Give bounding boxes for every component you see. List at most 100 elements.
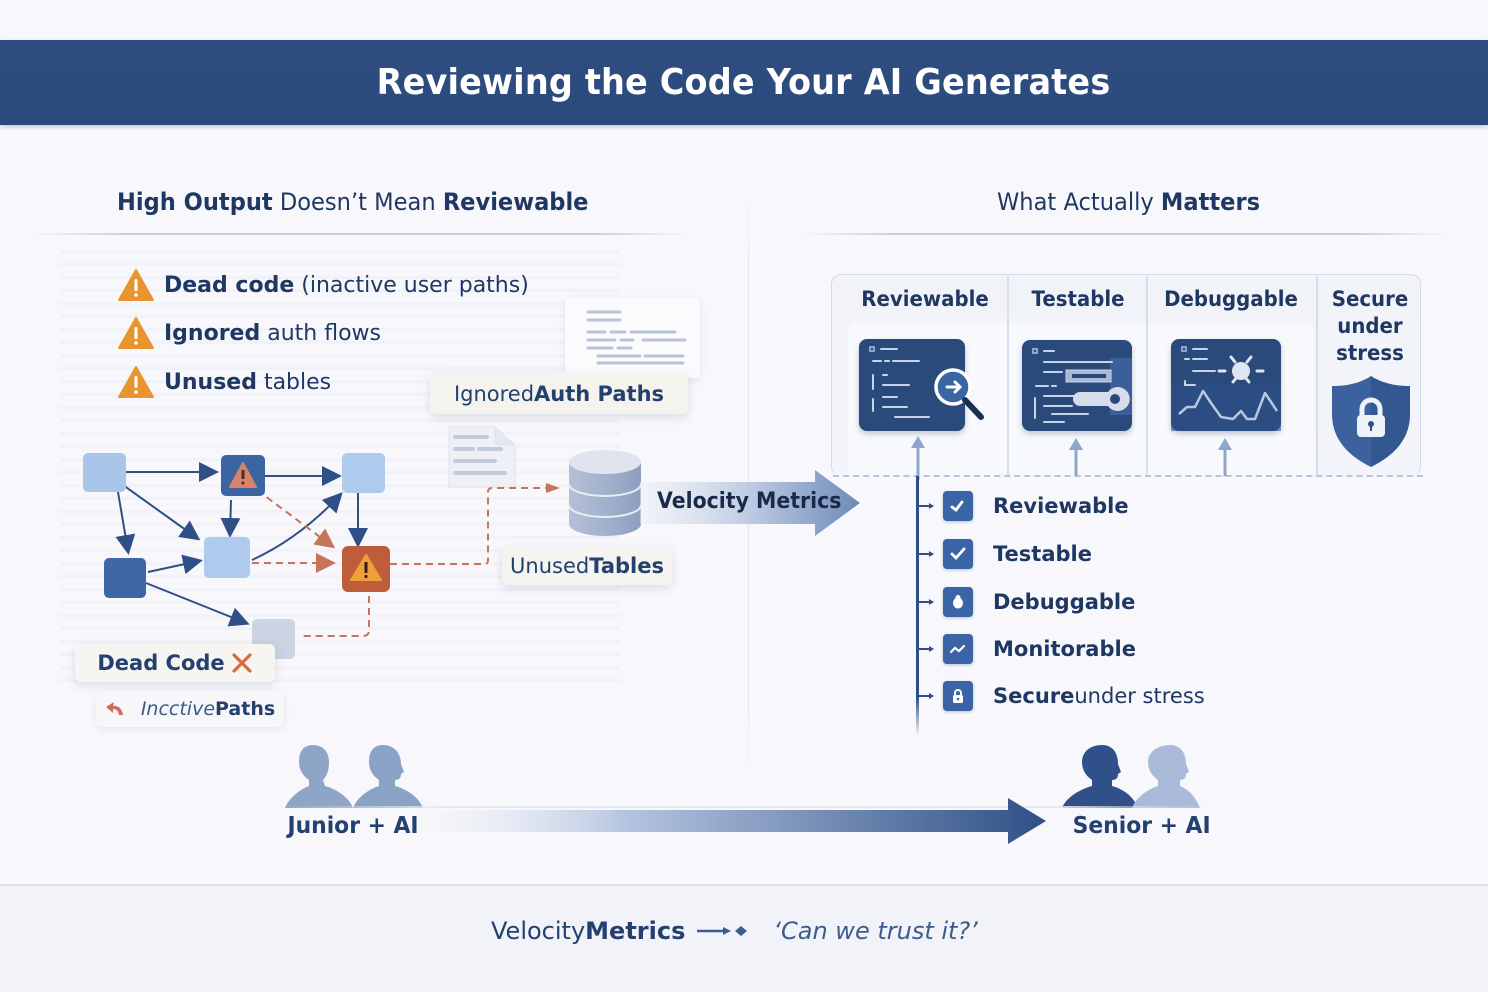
column-heading-secure: Secure under stress [1321,286,1419,367]
heading-bold-2: Reviewable [442,188,589,216]
heading-normal: Doesn’t Mean [272,188,443,216]
heading-bold: Matters [1160,188,1261,216]
warning-icon [118,317,154,349]
up-arrow-icon [911,436,925,448]
warning-item: Ignored auth flows [117,313,529,353]
senior-ai-label: Senior + AI [1072,813,1211,839]
checklist-item: Testable [917,539,1205,569]
junior-ai-people-icon [285,745,423,808]
ignored-auth-paths-label: Ignored Auth Paths [430,373,688,414]
quality-checklist: Reviewable Testable Debuggable Monitorab… [917,491,1205,711]
code-document-icon [565,298,700,378]
footer-caption: Velocity Metrics ‘Can we trust it?’ [491,917,978,945]
page-title: Reviewing the Code Your AI Generates [377,62,1111,103]
velocity-metrics-label: Velocity Metrics [657,489,842,514]
warning-bold: Ignored [164,320,261,346]
dead-flow-edge [256,489,336,549]
footer-bold: Metrics [585,917,686,945]
footer-quote: ‘Can we trust it?’ [773,917,978,945]
junior-ai-label: Junior + AI [287,813,419,839]
flow-node [83,453,126,492]
warning-bold: Unused [164,369,257,395]
right-heading-rule [800,233,1450,235]
progression-baseline [276,806,1226,808]
column-heading-debuggable: Debuggable [1164,287,1298,311]
warning-text: tables [256,369,332,395]
label-bold: Paths [215,698,276,720]
debug-bug-chart-icon [1171,339,1281,431]
label-normal: Unused [510,554,590,578]
flow-edge [251,492,343,561]
label-bold: Auth Paths [534,381,665,406]
heading-line: stress [1336,341,1404,365]
checklist-label: Monitorable [993,637,1136,661]
column-heading-testable: Testable [1031,287,1125,311]
checklist-item: Secure under stress [917,681,1205,711]
inactive-paths-label: Incctive Paths [96,691,284,727]
review-check-icon [943,491,973,521]
checklist-label-rest: under stress [1074,684,1205,708]
warning-bold: Dead code [164,272,295,298]
checklist-label: Reviewable [993,494,1129,518]
warning-item: Unused tables [117,362,529,402]
unused-tables-label: Unused Tables [502,547,672,585]
checklist-item: Monitorable [917,634,1205,664]
warning-item: Dead code (inactive user paths) [117,265,529,305]
footer-band [0,884,1488,992]
heading-line: Secure [1331,287,1409,311]
code-test-key-icon [1022,340,1132,431]
checklist-item: Debuggable [917,587,1205,617]
heading-line: under [1337,314,1403,338]
bug-icon [943,587,973,617]
flow-node [342,453,385,493]
header-banner: Reviewing the Code Your AI Generates [0,40,1488,125]
lock-icon [943,681,973,711]
flow-edge [147,554,203,575]
column-separator [1146,276,1148,476]
person-silhouette [1132,745,1200,808]
flow-edge [220,499,241,538]
card-dashed-baseline [833,475,1423,477]
warning-list: Dead code (inactive user paths) Ignored … [117,265,529,402]
velocity-metrics-arrow [640,470,860,536]
dead-code-label: Dead Code [75,644,275,682]
warning-icon [118,269,154,301]
checklist-item: Reviewable [917,491,1205,521]
code-review-magnifier-icon [859,339,984,431]
person-silhouette [285,745,353,808]
file-icon [445,425,520,490]
left-section-heading: High Output Doesn’t Mean Reviewable [117,188,588,216]
senior-ai-people-icon [1062,745,1200,808]
warning-icon [118,366,154,398]
checklist-label: Secure [993,684,1075,708]
checkmark-icon [943,539,973,569]
column-separator [1007,276,1009,476]
heading-normal: What Actually [997,188,1161,216]
label-normal: Ignored [453,381,535,406]
arrow-right-icon [697,926,748,936]
warning-text: (inactive user paths) [294,272,529,298]
label-bold: Dead Code [97,651,225,675]
database-icon [568,450,642,536]
column-heading-reviewable: Reviewable [861,287,989,311]
heading-bold-1: High Output [117,188,273,216]
shield-lock-icon [1332,376,1410,467]
footer-normal: Velocity [491,917,586,945]
dead-flow-edge [390,487,550,565]
person-silhouette [353,745,423,808]
dead-code-flow-diagram [83,453,560,659]
progression-arrow [400,798,1046,844]
flow-node [104,558,146,598]
warning-text: auth flows [260,320,381,346]
connector-arrows [911,436,1232,480]
x-mark-icon [232,653,252,673]
flow-edge [145,582,250,627]
flow-edge [115,491,136,555]
checklist-trunk-line [916,476,919,736]
trend-line-icon [943,634,973,664]
checklist-label: Debuggable [993,590,1136,614]
dead-flow-edge [300,596,370,637]
label-bold: Tables [589,554,664,578]
flow-node [204,537,250,578]
left-heading-rule [30,233,690,235]
